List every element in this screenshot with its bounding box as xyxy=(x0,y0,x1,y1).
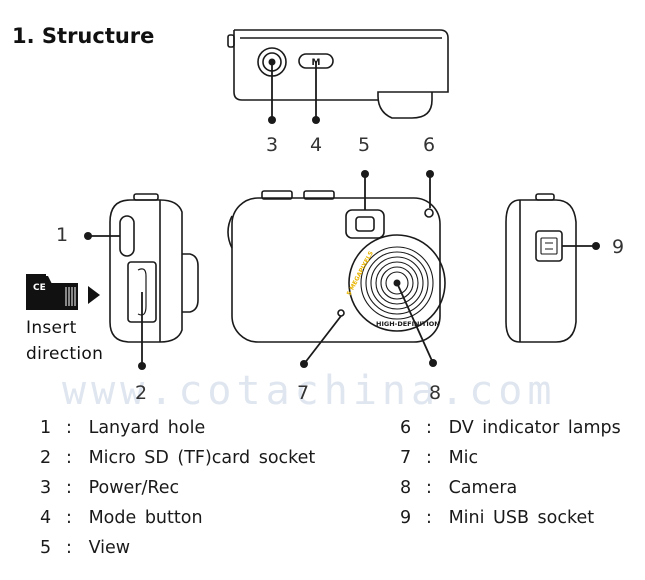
front-view-camera xyxy=(227,190,446,343)
mini-usb-socket-icon xyxy=(535,230,563,262)
insert-direction-line-1: Insert xyxy=(26,318,77,338)
camera-lens-icon xyxy=(348,234,446,332)
callout-5: 5 xyxy=(358,134,371,156)
mic-icon xyxy=(337,309,345,317)
legend-item: 2: Micro SD (TF)card socket xyxy=(40,448,316,468)
indicator-lamp-icon xyxy=(424,208,434,218)
insert-direction-line-2: direction xyxy=(26,344,104,364)
legend-item: 5: View xyxy=(40,538,131,558)
legend-item: 4: Mode button xyxy=(40,508,203,528)
legend-item: 1: Lanyard hole xyxy=(40,418,206,438)
callout-6: 6 xyxy=(423,134,436,156)
callout-2: 2 xyxy=(135,382,148,404)
callout-9: 9 xyxy=(612,236,625,258)
lens-ring-text-lower: HIGH-DEFINITION xyxy=(376,320,440,328)
top-view-camera xyxy=(227,29,449,119)
insert-arrow-icon xyxy=(88,286,100,304)
left-side-view-camera xyxy=(109,193,199,343)
callout-7: 7 xyxy=(297,382,310,404)
legend-item: 3: Power/Rec xyxy=(40,478,180,498)
legend-item: 9: Mini USB socket xyxy=(400,508,595,528)
callout-1: 1 xyxy=(56,224,69,246)
view-window-icon xyxy=(345,209,385,239)
legend-item: 7: Mic xyxy=(400,448,479,468)
callout-4: 4 xyxy=(310,134,323,156)
callout-3: 3 xyxy=(266,134,279,156)
micro-sd-card-icon: CE xyxy=(26,274,78,310)
watermark: www.cotachina.com xyxy=(62,368,557,414)
legend-item: 6: DV indicator lamps xyxy=(400,418,621,438)
sd-card-mark: CE xyxy=(33,283,46,293)
section-title: 1. Structure xyxy=(12,24,155,48)
legend-item: 8: Camera xyxy=(400,478,518,498)
lanyard-hole-icon xyxy=(119,215,135,257)
right-side-view-camera xyxy=(505,193,577,343)
callout-8: 8 xyxy=(429,382,442,404)
